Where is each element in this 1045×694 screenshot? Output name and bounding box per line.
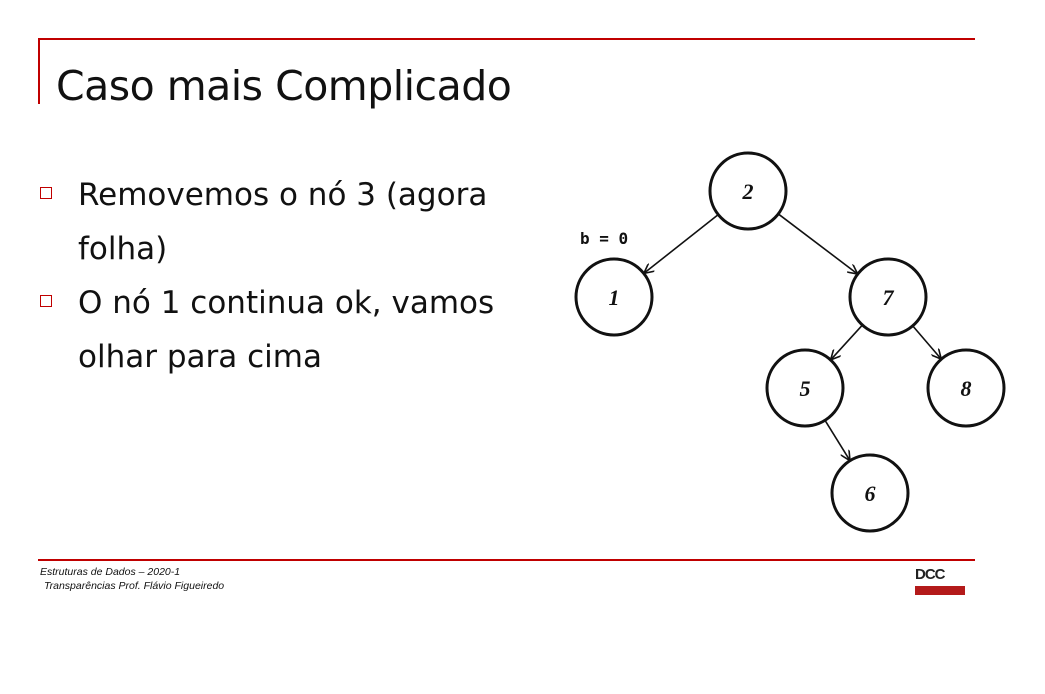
- footer-rule: [38, 559, 975, 561]
- node-circle: [574, 257, 654, 337]
- dcc-logo: DCC: [915, 566, 965, 598]
- node-circle: [765, 348, 845, 428]
- bullet-text: Removemos o nó 3 (agora folha): [78, 177, 488, 267]
- node-circle: [926, 348, 1006, 428]
- bullet-item: O nó 1 continua ok, vamos olhar para cim…: [40, 276, 560, 384]
- balance-annotation: b = 0: [580, 229, 628, 248]
- square-bullet-icon: [40, 295, 55, 310]
- bullet-item: Removemos o nó 3 (agora folha): [40, 168, 560, 276]
- logo-bar: [915, 586, 965, 595]
- node-label: 5: [800, 376, 811, 401]
- title-rule-top: [38, 38, 975, 40]
- node-label: 6: [865, 481, 876, 506]
- title-rule-left: [38, 38, 40, 104]
- tree-edge-2-7: [777, 213, 857, 274]
- tree-node-8: 8: [926, 348, 1006, 428]
- footer-course: Estruturas de Dados – 2020-1: [40, 566, 181, 578]
- footer-credits: Estruturas de Dados – 2020-1 Transparênc…: [40, 565, 224, 593]
- tree-node-1: 1: [574, 257, 654, 337]
- tree-node-7: 7: [848, 257, 928, 337]
- node-label: 7: [883, 285, 895, 310]
- node-label: 8: [961, 376, 972, 401]
- logo-text: DCC: [915, 566, 945, 583]
- tree-edge-2-1: [645, 213, 719, 273]
- node-circle: [848, 257, 928, 337]
- tree-node-5: 5: [765, 348, 845, 428]
- footer-author: Transparências Prof. Flávio Figueiredo: [44, 580, 225, 592]
- tree-node-6: 6: [830, 453, 910, 533]
- tree-edge-7-8: [912, 325, 941, 359]
- bullet-text: O nó 1 continua ok, vamos olhar para cim…: [78, 285, 495, 375]
- node-label: 2: [742, 179, 754, 204]
- tree-edge-5-6: [824, 419, 849, 460]
- node-circle: [830, 453, 910, 533]
- tree-node-2: 2: [708, 151, 788, 231]
- tree-edge-7-5: [831, 324, 863, 359]
- bullet-list: Removemos o nó 3 (agora folha) O nó 1 co…: [40, 168, 560, 384]
- square-bullet-icon: [40, 187, 55, 202]
- node-label: 1: [609, 285, 620, 310]
- slide-title: Caso mais Complicado: [56, 62, 512, 110]
- node-circle: [708, 151, 788, 231]
